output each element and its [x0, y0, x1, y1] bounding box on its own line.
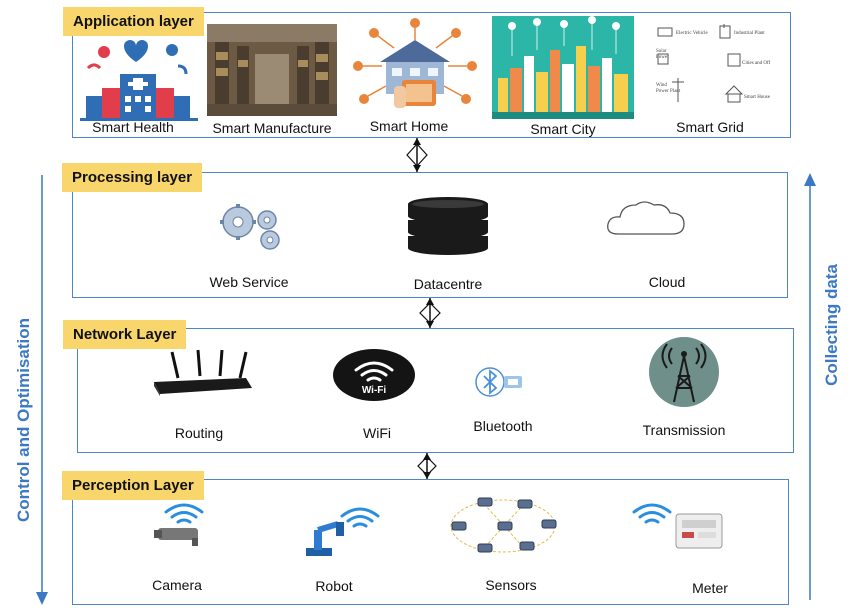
database-icon	[408, 197, 488, 255]
tower-icon	[649, 337, 719, 407]
perception-layer-title: Perception Layer	[62, 471, 204, 500]
smart-health-label: Smart Health	[92, 119, 174, 135]
application-layer-title: Application layer	[63, 7, 204, 36]
meter-icon	[632, 503, 723, 549]
city-skyline-icon	[492, 16, 634, 119]
control-arrow	[36, 175, 48, 605]
connector-network-perception	[417, 453, 437, 479]
svg-text:Wi-Fi: Wi-Fi	[362, 385, 387, 396]
bluetooth-label: Bluetooth	[473, 418, 533, 434]
svg-text:Power: Power	[656, 55, 669, 60]
svg-text:Power Plant: Power Plant	[656, 89, 681, 94]
smart-city-label: Smart City	[530, 121, 596, 137]
smart-grid-label: Smart Grid	[676, 119, 744, 135]
smart-home-label: Smart Home	[369, 118, 449, 134]
control-optimisation-label: Control and Optimisation	[14, 318, 33, 522]
routing-label: Routing	[174, 425, 224, 441]
svg-text:Solar: Solar	[656, 49, 667, 54]
smart-manufacture-label: Smart Manufacture	[212, 120, 332, 136]
network-layer-title: Network Layer	[63, 320, 187, 349]
collecting-data-label: Collecting data	[822, 264, 841, 386]
camera-label: Camera	[152, 577, 202, 593]
sensors-label: Sensors	[485, 577, 537, 593]
wifi-label: WiFi	[363, 425, 391, 441]
perception-layer-box	[72, 479, 789, 605]
svg-text:Electric Vehicle: Electric Vehicle	[676, 31, 708, 36]
robot-arm-icon	[306, 507, 380, 556]
smart-home-icon	[353, 18, 477, 108]
web-service-label: Web Service	[209, 274, 289, 290]
sensor-network-icon	[450, 497, 557, 553]
svg-text:Wind: Wind	[656, 83, 667, 88]
svg-text:Industrial Plant: Industrial Plant	[734, 31, 765, 36]
meter-label: Meter	[692, 580, 728, 596]
wifi-icon: Wi-Fi	[333, 349, 415, 401]
transmission-label: Transmission	[642, 422, 726, 438]
datacentre-label: Datacentre	[413, 276, 483, 292]
factory-photo	[207, 24, 337, 116]
connector-processing-network	[419, 298, 441, 328]
hospital-icon	[80, 40, 198, 121]
collecting-arrow	[804, 173, 816, 600]
camera-icon	[154, 503, 204, 546]
cloud-icon	[607, 201, 685, 235]
cloud-label: Cloud	[648, 274, 686, 290]
connector-app-processing	[406, 138, 428, 172]
bluetooth-icon	[475, 367, 522, 397]
svg-text:Smart House: Smart House	[744, 95, 770, 100]
router-icon	[154, 349, 252, 396]
processing-layer-title: Processing layer	[62, 163, 203, 192]
gears-icon	[220, 204, 280, 250]
robot-label: Robot	[315, 578, 353, 594]
svg-text:Cities and Offices: Cities and Offices	[742, 61, 770, 66]
